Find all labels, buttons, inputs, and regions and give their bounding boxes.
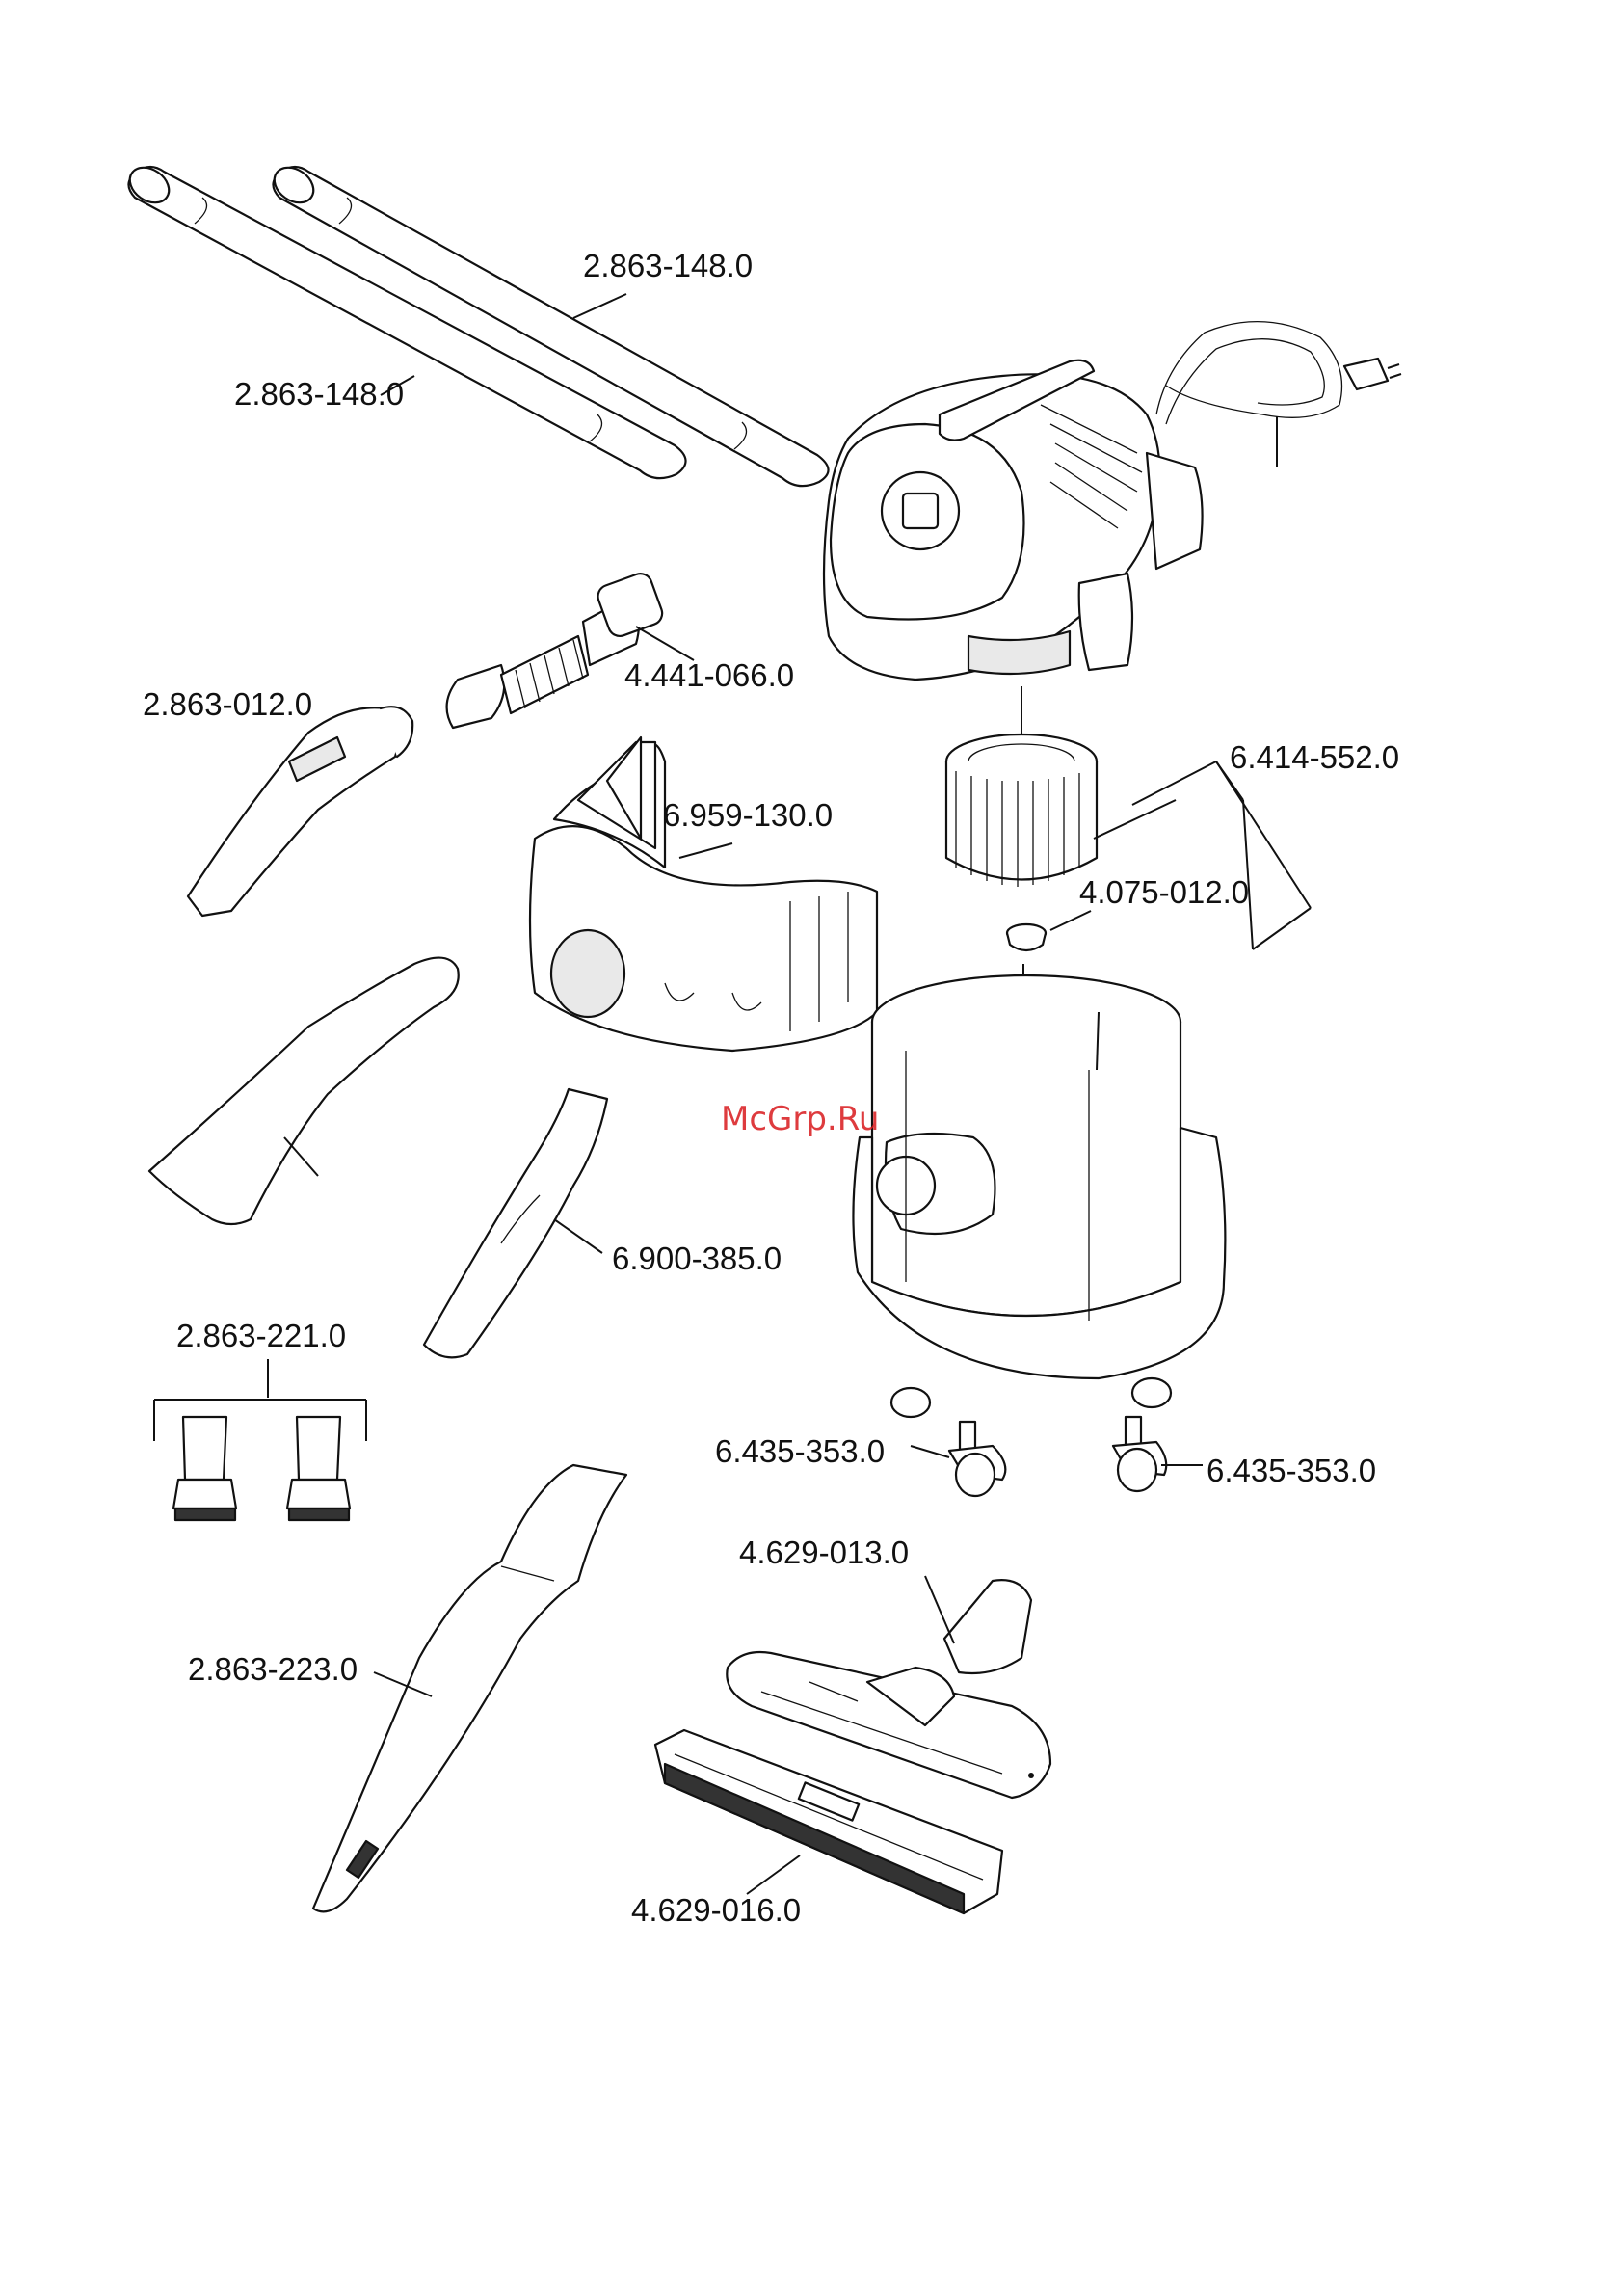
part-number-castor-right: 6.435-353.0 <box>1207 1453 1376 1488</box>
filter-cap <box>1007 924 1046 950</box>
part-number-long-crevice-nozzle: 2.863-223.0 <box>188 1651 358 1687</box>
suction-hose <box>447 571 666 728</box>
part-number-elbow-handle: 2.863-012.0 <box>143 686 312 722</box>
castor-right <box>1113 1417 1166 1491</box>
part-number-tube-upper: 2.863-148.0 <box>583 248 753 283</box>
part-number-filter-bags: 6.959-130.0 <box>663 797 833 833</box>
filter-cartridge <box>946 734 1097 887</box>
suction-tube-lower <box>123 160 686 478</box>
wide-nozzle <box>149 958 459 1224</box>
brush-nozzle-left <box>173 1417 236 1520</box>
part-number-floor-insert: 4.629-016.0 <box>631 1892 801 1928</box>
watermark: McGrp.Ru <box>721 1100 879 1138</box>
part-number-tube-lower: 2.863-148.0 <box>234 376 404 412</box>
part-number-castor-left: 6.435-353.0 <box>715 1433 885 1469</box>
vacuum-head <box>824 360 1203 680</box>
part-number-filter-cartridge: 6.414-552.0 <box>1230 739 1399 775</box>
filter-bag-stack <box>530 737 877 1051</box>
long-crevice-nozzle <box>313 1465 626 1911</box>
part-number-filter-cap: 4.075-012.0 <box>1079 874 1249 910</box>
crevice-nozzle-short <box>424 1089 607 1357</box>
part-number-floor-nozzle: 4.629-013.0 <box>739 1535 909 1570</box>
elbow-handle <box>188 707 412 916</box>
container <box>853 975 1225 1417</box>
part-number-hose: 4.441-066.0 <box>624 657 794 693</box>
power-cord <box>1156 322 1401 424</box>
part-number-crevice-nozzle: 6.900-385.0 <box>612 1241 782 1276</box>
part-number-brush-nozzles: 2.863-221.0 <box>176 1318 346 1353</box>
castor-left <box>949 1422 1005 1496</box>
brush-nozzle-right <box>287 1417 350 1520</box>
suction-tube-upper <box>268 160 829 486</box>
